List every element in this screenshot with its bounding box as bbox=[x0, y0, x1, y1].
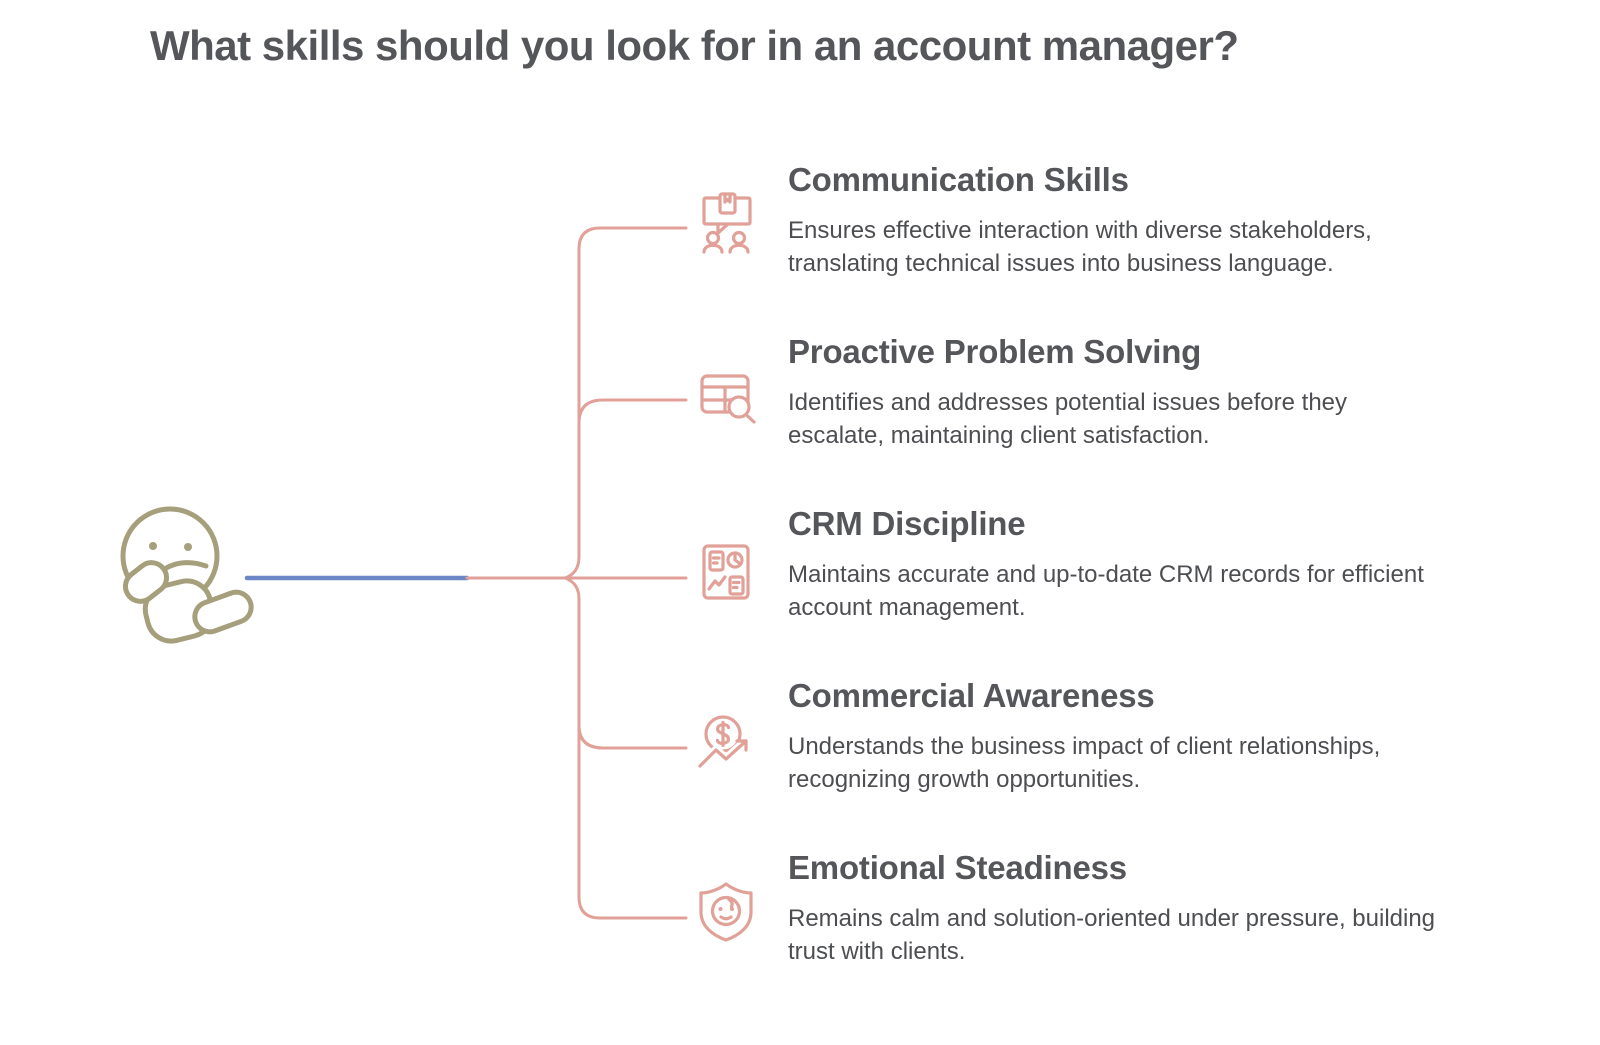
skill-title: Communication Skills bbox=[788, 161, 1129, 198]
skill-description: Ensures effective interaction with diver… bbox=[788, 216, 1372, 277]
skill-item-communication: Communication Skills Ensures effective i… bbox=[788, 160, 1528, 280]
skill-title: Commercial Awareness bbox=[788, 677, 1155, 714]
skill-item-problem-solving: Proactive Problem Solving Identifies and… bbox=[788, 332, 1528, 452]
skill-description: Identifies and addresses potential issue… bbox=[788, 388, 1348, 449]
communication-people-icon bbox=[692, 188, 760, 256]
branch-4 bbox=[577, 725, 688, 750]
branch-bottom bbox=[563, 576, 688, 920]
shield-smile-icon bbox=[692, 878, 760, 946]
branch-top bbox=[563, 226, 688, 580]
skill-description: Maintains accurate and up-to-date CRM re… bbox=[788, 560, 1424, 621]
thinking-face-icon bbox=[120, 506, 254, 644]
skill-description: Understands the business impact of clien… bbox=[788, 732, 1381, 793]
skill-item-crm: CRM Discipline Maintains accurate and up… bbox=[788, 504, 1528, 624]
skill-title: CRM Discipline bbox=[788, 505, 1026, 542]
skill-item-commercial: Commercial Awareness Understands the bus… bbox=[788, 676, 1528, 796]
table-search-icon bbox=[692, 360, 760, 428]
skill-description: Remains calm and solution-oriented under… bbox=[788, 904, 1436, 965]
crm-dashboard-icon bbox=[692, 538, 760, 606]
dollar-growth-icon bbox=[692, 708, 760, 776]
branch-2 bbox=[577, 398, 688, 423]
skill-title: Proactive Problem Solving bbox=[788, 333, 1202, 370]
page-title: What skills should you look for in an ac… bbox=[150, 22, 1239, 69]
skill-title: Emotional Steadiness bbox=[788, 849, 1127, 886]
skill-item-emotional: Emotional Steadiness Remains calm and so… bbox=[788, 848, 1528, 968]
